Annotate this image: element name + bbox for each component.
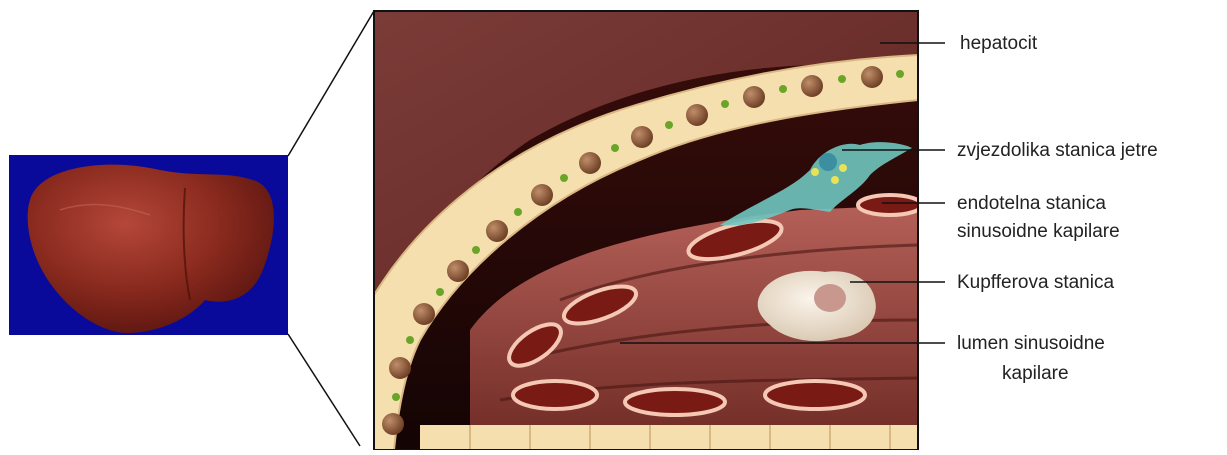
label-lumen-line2: kapilare [1002,362,1069,386]
label-hepatocyte: hepatocit [960,32,1037,56]
hepatocyte-bottom-row [420,425,918,450]
label-kupffer-cell: Kupfferova stanica [957,271,1114,295]
liver-lobule-illustration [374,11,922,450]
zoom-lines [288,11,374,446]
label-endothelial-line1: endotelna stanica [957,192,1106,216]
liver-photo [9,155,288,335]
label-endothelial-line2: sinusoidne kapilare [957,220,1120,244]
label-lumen-line1: lumen sinusoidne [957,332,1105,356]
label-stellate-cell: zvjezdolika stanica jetre [957,139,1158,163]
